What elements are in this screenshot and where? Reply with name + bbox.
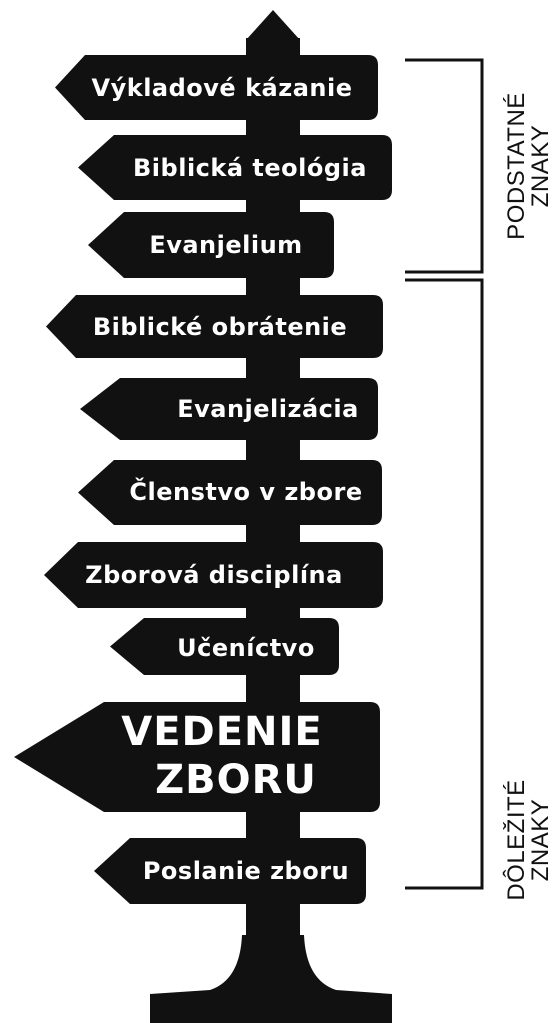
sign-ucenictvo: Učeníctvo [110,618,339,675]
sign-board-vedenie-zboru [14,702,380,812]
sign-label-zborova-disciplina: Zborová disciplína [85,561,343,589]
sign-biblicka-teologia: Biblická teológia [78,135,392,200]
group-podstatne-znaky: PODSTATNÉZNAKY [405,58,554,274]
group-label-line: ZNAKY [527,125,554,208]
sign-label-biblicka-teologia: Biblická teológia [133,154,367,182]
sign-label-vykladove-kazanie: Výkladové kázanie [92,74,353,102]
group-label-podstatne-znaky: PODSTATNÉZNAKY [503,92,554,240]
sign-label-poslanie-zboru: Poslanie zboru [143,857,349,885]
group-label-line: DÔLEŽITÉ [502,779,530,900]
sign-label-evanjelium: Evanjelium [149,231,302,259]
sign-board-zborova-disciplina [44,542,383,608]
sign-label-evanjelizacia: Evanjelizácia [177,395,359,423]
sign-board-evanjelium [88,212,334,278]
post-top-point [246,10,300,40]
sign-board-clenstvo-v-zbore [78,460,382,525]
group-label-line: ZNAKY [527,799,554,882]
sign-evanjelizacia: Evanjelizácia [80,378,378,440]
sign-biblicke-obratenie: Biblické obrátenie [46,295,383,358]
sign-board-biblicka-teologia [78,135,392,200]
group-label-dolezite-znaky: DÔLEŽITÉZNAKY [502,779,554,900]
post-base [150,935,392,1023]
sign-clenstvo-v-zbore: Členstvo v zbore [78,460,382,525]
group-dolezite-znaky: DÔLEŽITÉZNAKY [405,278,554,901]
group-label-line: PODSTATNÉ [503,92,530,240]
sign-board-poslanie-zboru [94,838,366,904]
sign-board-biblicke-obratenie [46,295,383,358]
sign-board-ucenictvo [110,618,339,675]
sign-label-line: ZBORU [155,757,317,803]
sign-board-vykladove-kazanie [55,55,378,120]
sign-vykladove-kazanie: Výkladové kázanie [55,55,378,120]
sign-evanjelium: Evanjelium [88,212,334,278]
sign-zborova-disciplina: Zborová disciplína [44,542,383,608]
sign-board-evanjelizacia [80,378,378,440]
sign-label-clenstvo-v-zbore: Členstvo v zbore [129,476,362,506]
sign-label-line: VEDENIE [121,709,323,755]
sign-label-biblicke-obratenie: Biblické obrátenie [93,313,347,341]
sign-poslanie-zboru: Poslanie zboru [94,838,366,904]
group-bracket-dolezite-znaky [405,278,484,890]
group-bracket-podstatne-znaky [405,58,484,274]
sign-label-ucenictvo: Učeníctvo [177,634,315,662]
